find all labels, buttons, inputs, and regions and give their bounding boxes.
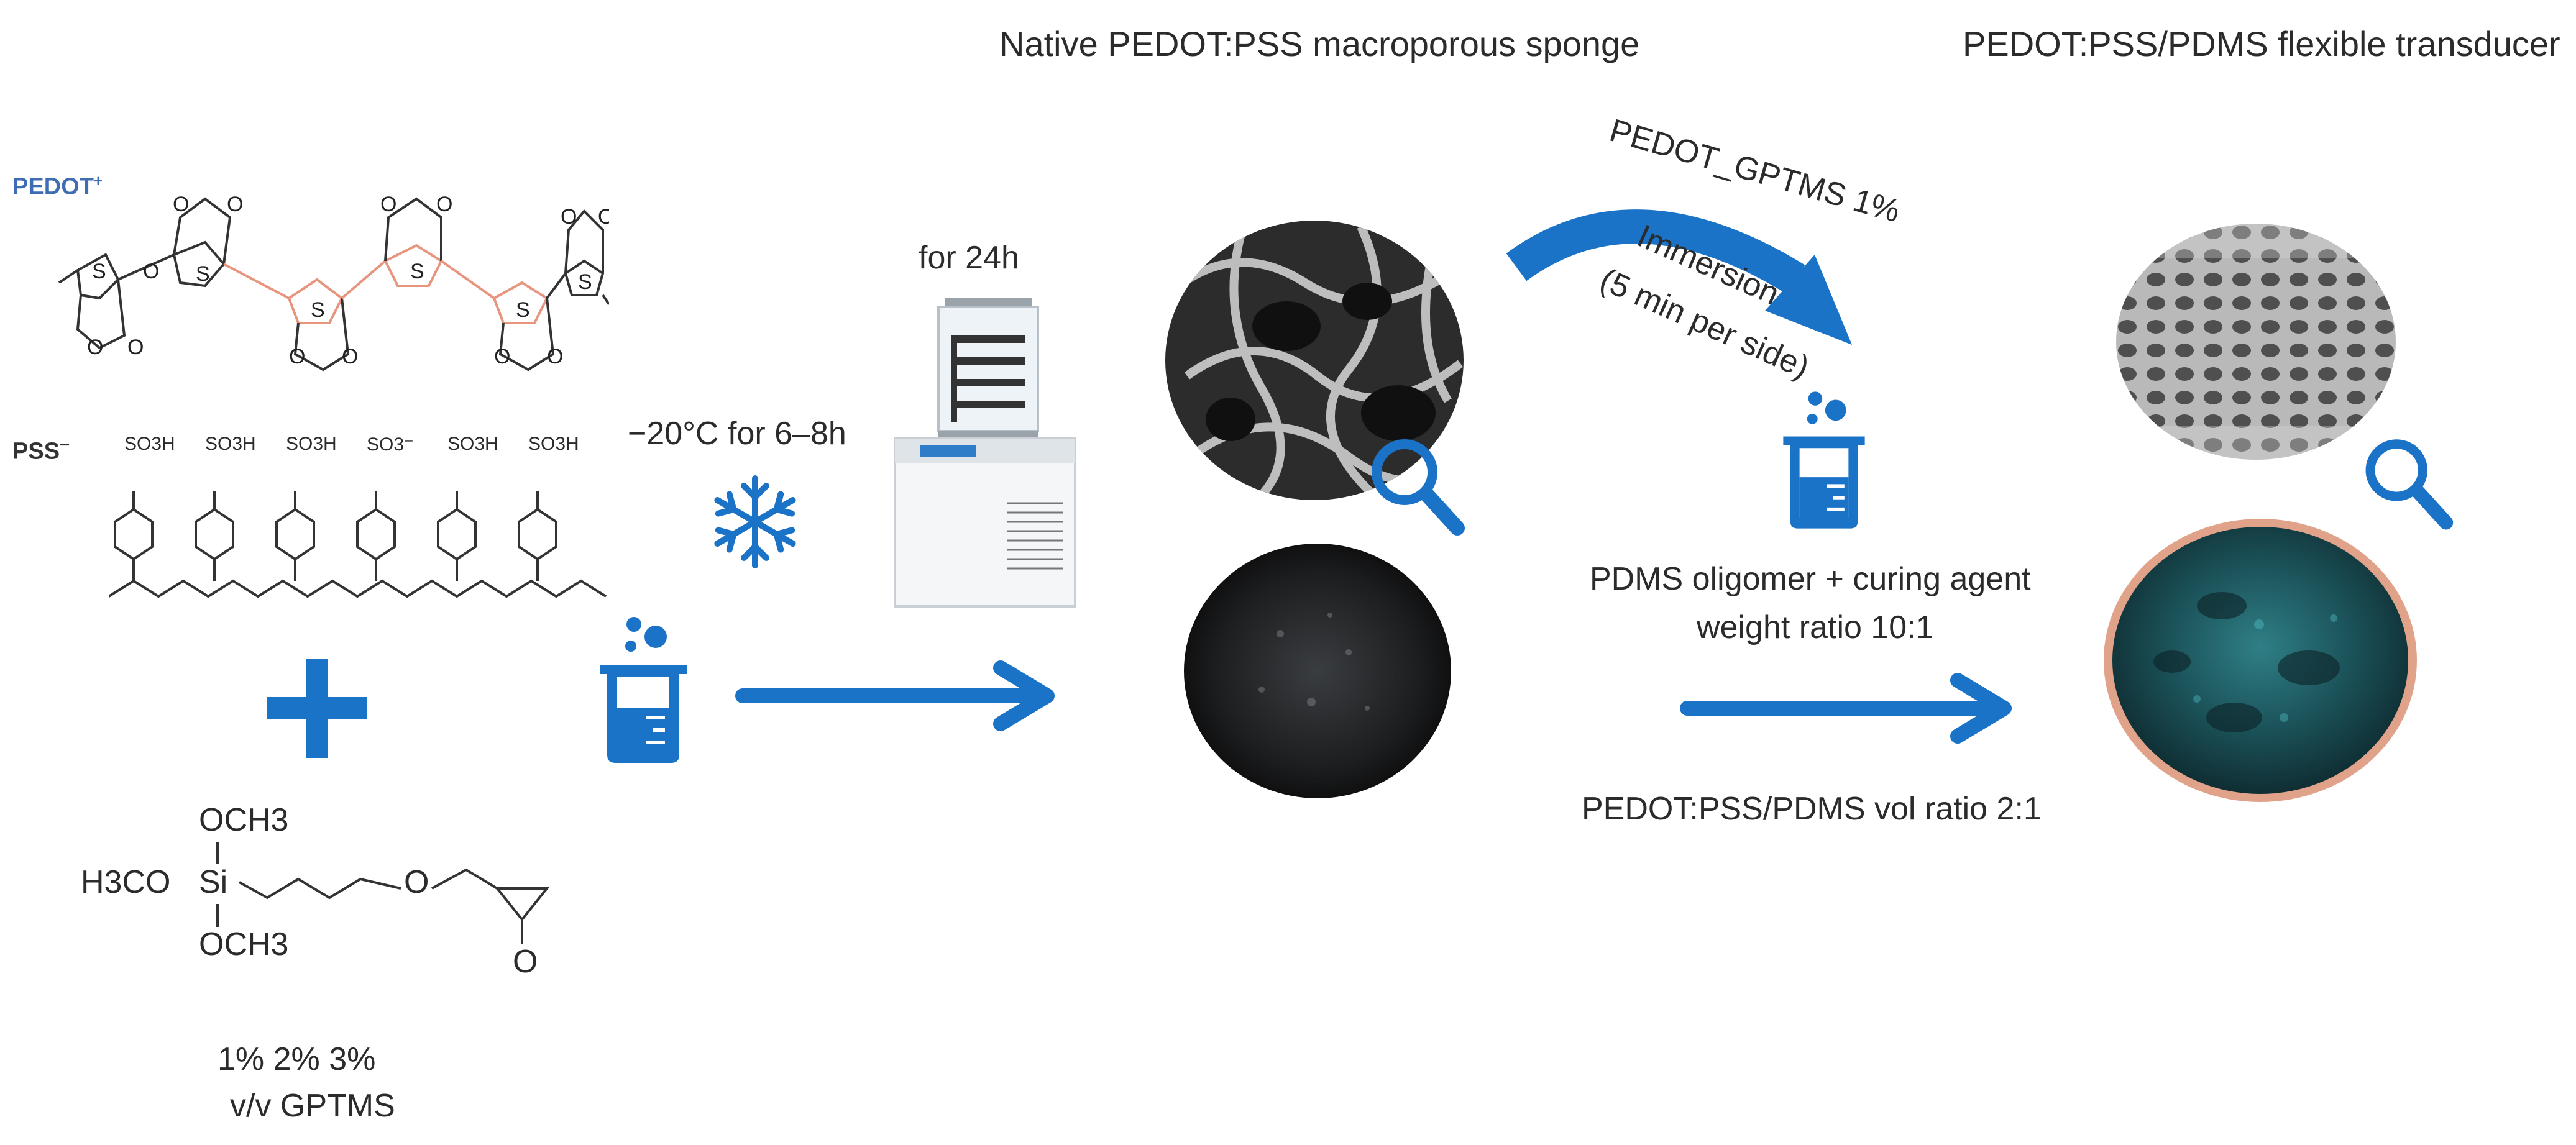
svg-text:O: O xyxy=(87,335,103,359)
transducer-sem-image xyxy=(2116,224,2396,460)
svg-text:S: S xyxy=(578,270,592,294)
freeze-label: −20°C for 6–8h xyxy=(628,416,846,452)
plus-icon xyxy=(267,659,367,758)
process-arrow-2 xyxy=(1680,673,2012,744)
svg-text:O: O xyxy=(289,345,305,368)
svg-text:O: O xyxy=(436,193,452,216)
sulfonate-6: SO3H xyxy=(528,434,579,454)
transducer-photo xyxy=(2104,519,2417,802)
svg-text:S: S xyxy=(410,260,424,283)
svg-text:O: O xyxy=(494,345,510,368)
gptms-epoxide-o: O xyxy=(513,944,538,980)
sulfonate-4: SO3⁻ xyxy=(367,434,414,455)
gptms-ether-o: O xyxy=(404,864,429,900)
gptms-si: Si xyxy=(199,864,228,900)
sulfonate-1: SO3H xyxy=(124,434,175,454)
pss-structure xyxy=(109,491,607,598)
sulfonate-2: SO3H xyxy=(205,434,256,454)
transducer-title: PEDOT:PSS/PDMS flexible transducer xyxy=(1963,24,2560,63)
svg-text:O: O xyxy=(547,345,563,368)
svg-text:O: O xyxy=(127,335,144,359)
magnifier-icon-2 xyxy=(2365,439,2454,530)
svg-text:O: O xyxy=(380,193,396,216)
gptms-left: H3CO xyxy=(81,864,171,900)
immersion-arrow xyxy=(1506,209,1852,345)
sulfonate-3: SO3H xyxy=(286,434,337,454)
vol-ratio-label: PEDOT:PSS/PDMS vol ratio 2:1 xyxy=(1582,791,2042,827)
pdms-line2: weight ratio 10:1 xyxy=(1697,609,1934,645)
pedot-label: PEDOT+ xyxy=(12,173,103,200)
pss-label: PSS− xyxy=(12,435,70,465)
gptms-bottom: OCH3 xyxy=(199,926,289,962)
freeze-dryer-icon xyxy=(894,298,1076,608)
dry-label: for 24h xyxy=(919,240,1019,276)
svg-text:S: S xyxy=(196,262,210,286)
svg-text:O: O xyxy=(598,205,609,229)
gptms-unit: v/v GPTMS xyxy=(230,1088,395,1124)
svg-text:O: O xyxy=(143,260,159,283)
svg-text:S: S xyxy=(92,260,106,283)
sponge-sem-image xyxy=(1165,221,1464,500)
sponge-photo xyxy=(1184,544,1451,798)
sponge-title: Native PEDOT:PSS macroporous sponge xyxy=(999,24,1640,63)
snowflake-icon xyxy=(714,475,796,568)
beaker-icon-2 xyxy=(1783,391,1865,529)
svg-text:O: O xyxy=(173,193,189,216)
beaker-icon xyxy=(600,617,687,763)
sulfonate-5: SO3H xyxy=(447,434,498,454)
svg-text:O: O xyxy=(561,205,577,229)
process-arrow-1 xyxy=(735,660,1055,731)
svg-text:O: O xyxy=(342,345,358,368)
gptms-top: OCH3 xyxy=(199,802,289,838)
gptms-structure: OCH3 H3CO Si OCH3 O O xyxy=(75,795,572,994)
svg-text:O: O xyxy=(227,193,243,216)
svg-text:S: S xyxy=(516,298,530,322)
pdms-line1: PDMS oligomer + curing agent xyxy=(1590,561,2031,597)
magnifier-icon xyxy=(1372,439,1465,536)
gptms-concentrations: 1% 2% 3% xyxy=(218,1041,376,1077)
svg-text:S: S xyxy=(311,298,325,322)
